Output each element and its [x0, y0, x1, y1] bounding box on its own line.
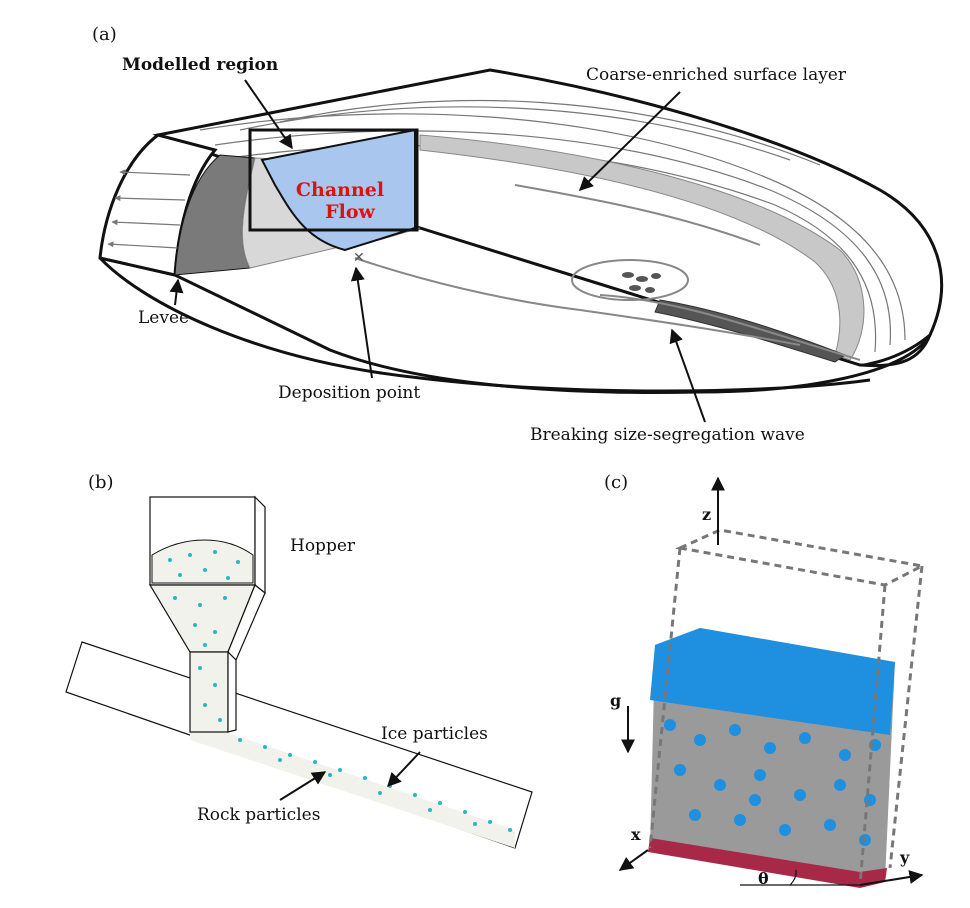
gravity-label: g	[610, 691, 621, 710]
blue-particles-mixed	[664, 719, 881, 846]
panel-b: (b) Hopper Ice particl	[65, 472, 533, 849]
rock-particles-label: Rock particles	[197, 805, 320, 825]
channel-label: Channel	[296, 179, 384, 201]
hopper-label: Hopper	[290, 536, 356, 556]
theta-label: θ	[758, 869, 769, 888]
x-axis-arrow	[618, 849, 649, 871]
theta-arc	[789, 869, 797, 886]
panel-c: (c) z x y g θ	[604, 472, 927, 888]
y-axis-arrow	[859, 870, 924, 886]
ice-particles-label: Ice particles	[381, 724, 488, 744]
levee-arrow	[169, 278, 184, 306]
breaking-wave-arrow	[669, 328, 706, 423]
coarse-layer-label: Coarse-enriched surface layer	[586, 65, 847, 85]
segregation-cluster	[622, 272, 661, 293]
flow-paths	[354, 184, 861, 361]
x-axis-label: x	[631, 825, 641, 844]
breaking-wave-label: Breaking size-segregation wave	[530, 425, 805, 445]
deposition-point-label: Deposition point	[278, 383, 420, 403]
panel-a-tag: (a)	[92, 24, 117, 45]
deposition-marker: ✕	[353, 250, 365, 266]
ice-particles-dots	[168, 550, 512, 832]
levee-label: Levee	[138, 308, 189, 328]
end-cap-arrows	[107, 169, 191, 249]
flow-label: Flow	[325, 201, 375, 223]
panel-c-tag: (c)	[604, 472, 628, 493]
blue-particle-top	[650, 628, 895, 735]
coarse-layer-arrow	[579, 91, 681, 191]
deposition-point-arrow	[350, 266, 373, 379]
cut-frame	[248, 128, 419, 232]
panel-b-tag: (b)	[88, 472, 114, 493]
dark-front-particles	[654, 299, 847, 363]
panel-a: (a) Channel Flow	[92, 24, 944, 445]
y-axis-label: y	[899, 848, 910, 867]
rock-particles-arrow	[279, 771, 327, 801]
domain-box	[648, 528, 927, 886]
coarse-edge-particles	[419, 134, 865, 361]
modelled-region-label: Modelled region	[122, 55, 278, 75]
ice-particles-arrow	[387, 751, 421, 788]
modelled-region-arrow	[244, 79, 293, 150]
z-axis-label: z	[702, 505, 711, 524]
hopper	[148, 495, 266, 733]
red-particle-base	[648, 838, 887, 888]
